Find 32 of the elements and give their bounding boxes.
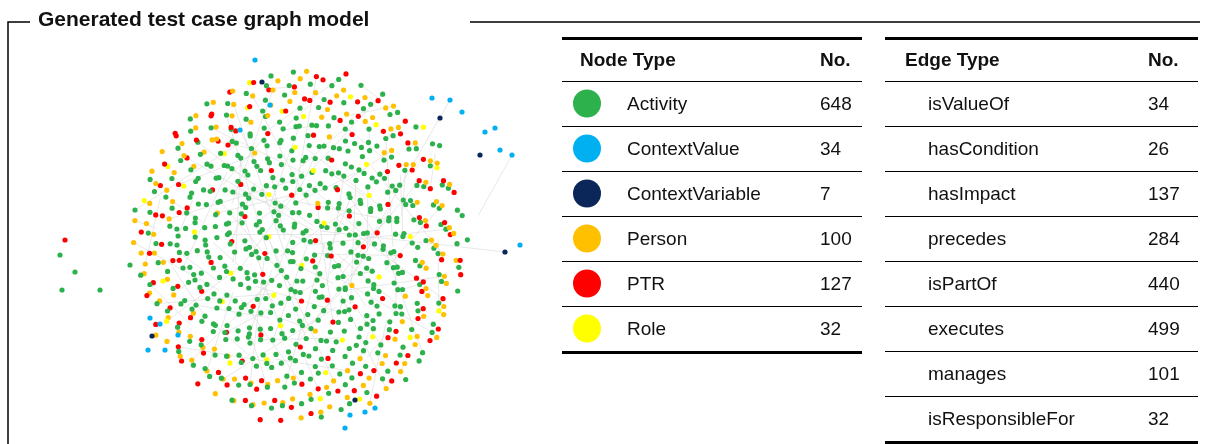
table-cell: isPartOf [928, 273, 997, 295]
table-cell: 440 [1148, 273, 1180, 295]
table-cell: ContextVariable [627, 183, 761, 205]
table-cell: Activity [627, 93, 688, 115]
table-cell: 127 [820, 273, 852, 295]
table-cell: hasCondition [928, 138, 1039, 160]
table-cell: 32 [820, 318, 842, 340]
table-cell: 648 [820, 93, 852, 115]
column-header: No. [1148, 49, 1179, 71]
table-cell: manages [928, 363, 1007, 385]
table-cell: PTR [627, 273, 665, 295]
table-cell: 34 [820, 138, 842, 160]
table-cell: 26 [1148, 138, 1170, 160]
table-cell: Person [627, 228, 688, 250]
table-cell: hasImpact [928, 183, 1016, 205]
table-cell: isValueOf [928, 93, 1009, 115]
table-cell: 101 [1148, 363, 1180, 385]
table-cell: ContextValue [627, 138, 740, 160]
table-cell: Role [627, 318, 667, 340]
table-cell: precedes [928, 228, 1007, 250]
table-cell: 137 [1148, 183, 1180, 205]
column-header: Node Type [580, 49, 676, 71]
table-cell: 499 [1148, 318, 1180, 340]
table-cell: executes [928, 318, 1005, 340]
column-header: No. [820, 49, 851, 71]
table-cell: 34 [1148, 93, 1170, 115]
table-cell: 7 [820, 183, 831, 205]
table-cell: 100 [820, 228, 852, 250]
table-cell: 284 [1148, 228, 1180, 250]
column-header: Edge Type [905, 49, 1000, 71]
table-cell: isResponsibleFor [928, 408, 1075, 430]
table-cell: 32 [1148, 408, 1170, 430]
